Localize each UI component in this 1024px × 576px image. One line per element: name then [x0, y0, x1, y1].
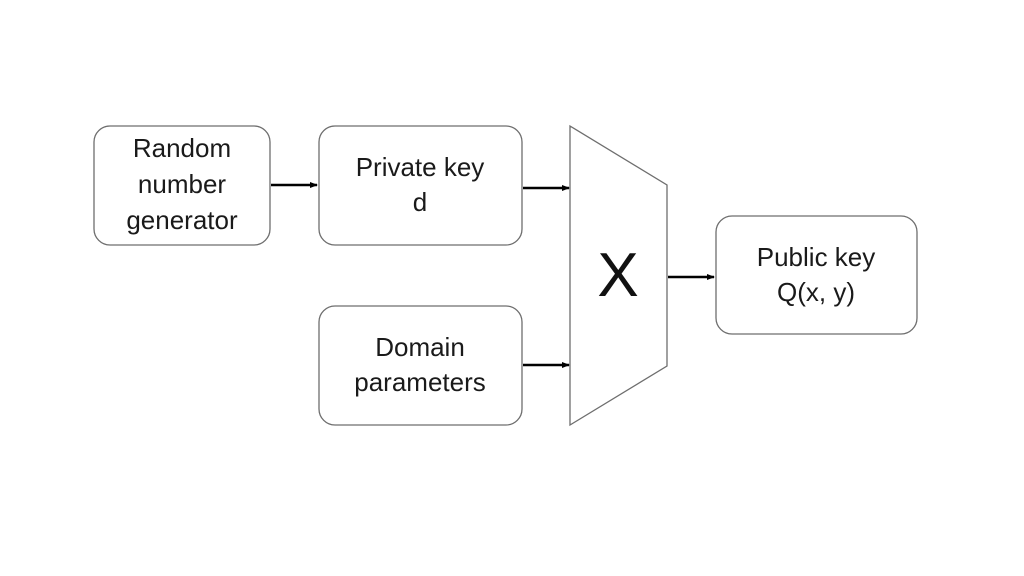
multiplication-trapezoid [569, 124, 668, 427]
multiplication-node: X [569, 124, 668, 427]
domain-parameters-box [318, 305, 523, 426]
rng-node: Random number generator [93, 125, 271, 246]
domain-parameters-label-line-1: Domain [375, 332, 465, 362]
public-key-box [715, 215, 918, 335]
private-key-label-line-2: d [413, 187, 427, 217]
domain-parameters-label-line-2: parameters [354, 367, 486, 397]
private-key-label-line-1: Private key [356, 152, 485, 182]
rng-box [93, 125, 271, 246]
domain-parameters-node: Domain parameters [318, 305, 523, 426]
multiplication-symbol: X [597, 241, 638, 310]
public-key-node: Public key Q(x, y) [715, 215, 918, 335]
public-key-label-line-1: Public key [757, 242, 876, 272]
private-key-node: Private key d [318, 125, 523, 246]
rng-label-line-2: number [138, 169, 226, 199]
public-key-label-line-2: Q(x, y) [777, 277, 855, 307]
private-key-box [318, 125, 523, 246]
rng-label-line-3: generator [126, 205, 238, 235]
rng-label-line-1: Random [133, 133, 231, 163]
